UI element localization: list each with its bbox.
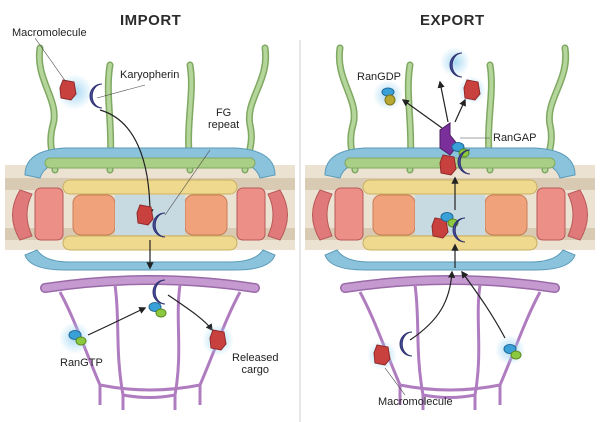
label-rangap: RanGAP xyxy=(493,132,537,144)
rangtp-shape xyxy=(148,302,167,318)
macromolecule-shape xyxy=(439,154,457,176)
label-fg-repeat-line1: FG xyxy=(215,107,232,119)
label-fg-repeat-line2: repeat xyxy=(208,119,240,131)
karyopherin-shape xyxy=(399,331,413,357)
label-macromolecule-import: Macromolecule xyxy=(12,27,87,39)
label-released-cargo-line1: Released xyxy=(232,352,279,364)
import-molecules xyxy=(34,37,234,356)
macromolecule-shape xyxy=(373,344,391,366)
label-rangdp: RanGDP xyxy=(357,71,402,83)
macromolecule-shape xyxy=(59,79,77,101)
macromolecule-shape xyxy=(463,79,481,101)
macromolecule-shape xyxy=(136,204,154,226)
export-nuclear-pore xyxy=(305,48,595,410)
import-arrow xyxy=(99,109,154,217)
label-rangtp: RanGTP xyxy=(60,357,103,369)
label-released-cargo-line2: cargo xyxy=(241,364,269,376)
label-fg-repeat: FG repeat xyxy=(208,107,239,131)
label-karyopherin: Karyopherin xyxy=(120,69,180,81)
export-title: EXPORT xyxy=(420,12,485,29)
released-cargo-shape xyxy=(209,329,227,351)
import-title: IMPORT xyxy=(120,12,182,29)
label-released-cargo: Released cargo xyxy=(232,352,278,376)
export-molecules xyxy=(367,47,525,396)
label-macromolecule-export: Macromolecule xyxy=(378,396,453,408)
